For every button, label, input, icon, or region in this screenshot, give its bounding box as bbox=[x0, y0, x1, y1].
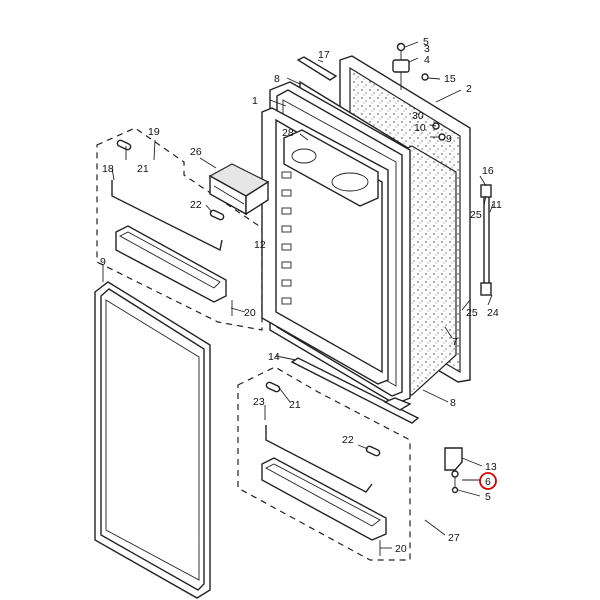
label-27: 27 bbox=[448, 532, 460, 544]
label-5-top: 5 bbox=[423, 36, 429, 48]
label-17: 17 bbox=[318, 49, 330, 61]
label-18: 18 bbox=[102, 163, 114, 175]
upper-door-bin bbox=[115, 225, 227, 303]
label-25-top: 25 bbox=[470, 209, 482, 221]
label-8-bot: 8 bbox=[450, 397, 456, 409]
label-16: 16 bbox=[482, 165, 494, 177]
label-21-top: 21 bbox=[137, 163, 149, 175]
lower-retainer bbox=[365, 445, 381, 457]
label-20-top: 20 bbox=[244, 307, 256, 319]
label-22-top: 22 bbox=[190, 199, 202, 211]
leader-lines bbox=[102, 41, 494, 549]
label-21-bot: 21 bbox=[289, 399, 301, 411]
label-22-bot: 22 bbox=[342, 434, 354, 446]
label-7: 7 bbox=[452, 336, 458, 348]
label-2: 2 bbox=[466, 83, 472, 95]
top-trim-strip bbox=[296, 56, 338, 81]
label-9: 9 bbox=[100, 256, 106, 268]
lower-door-bin bbox=[261, 457, 387, 541]
label-30: 30 bbox=[412, 110, 424, 122]
label-23: 23 bbox=[253, 396, 265, 408]
upper-bin-group-outline bbox=[96, 127, 263, 331]
label-20-bot: 20 bbox=[395, 543, 407, 555]
bottom-hinge-assembly bbox=[444, 447, 463, 494]
inner-door-liner bbox=[261, 107, 389, 385]
door-gasket bbox=[94, 281, 211, 599]
label-5-bot: 5 bbox=[485, 491, 491, 503]
lower-door-trim bbox=[383, 397, 412, 411]
bottom-trim-strip bbox=[290, 357, 420, 424]
label-15: 15 bbox=[444, 73, 456, 85]
lower-shelf-rail bbox=[265, 425, 373, 493]
lower-bin-group-outline bbox=[237, 366, 411, 561]
label-13: 13 bbox=[485, 461, 497, 473]
label-26: 26 bbox=[190, 146, 202, 158]
label-4: 4 bbox=[424, 54, 430, 66]
butter-compartment bbox=[208, 163, 270, 216]
label-8-top: 8 bbox=[274, 73, 280, 85]
top-hinge-assembly bbox=[392, 42, 429, 90]
label-1: 1 bbox=[252, 95, 258, 107]
label-6: 6 bbox=[485, 476, 491, 488]
label-9-top: 9 bbox=[446, 133, 452, 145]
lower-clip bbox=[265, 381, 281, 393]
upper-retainer bbox=[209, 209, 225, 221]
door-handle bbox=[480, 184, 492, 296]
upper-clip bbox=[116, 139, 132, 151]
highlight-ring-part-6 bbox=[479, 472, 497, 490]
label-10: 10 bbox=[414, 122, 426, 134]
label-28: 28 bbox=[282, 127, 294, 139]
label-25-bot: 25 bbox=[466, 307, 478, 319]
label-19: 19 bbox=[148, 126, 160, 138]
part-number-labels: 5 3 4 17 15 8 2 1 19 30 10 9 28 26 21 18… bbox=[100, 36, 502, 555]
label-24: 24 bbox=[487, 307, 499, 319]
label-3: 3 bbox=[424, 43, 430, 55]
label-11: 11 bbox=[491, 199, 502, 211]
label-12: 12 bbox=[254, 239, 266, 251]
upper-shelf-rail bbox=[111, 180, 223, 252]
label-14: 14 bbox=[268, 351, 280, 363]
